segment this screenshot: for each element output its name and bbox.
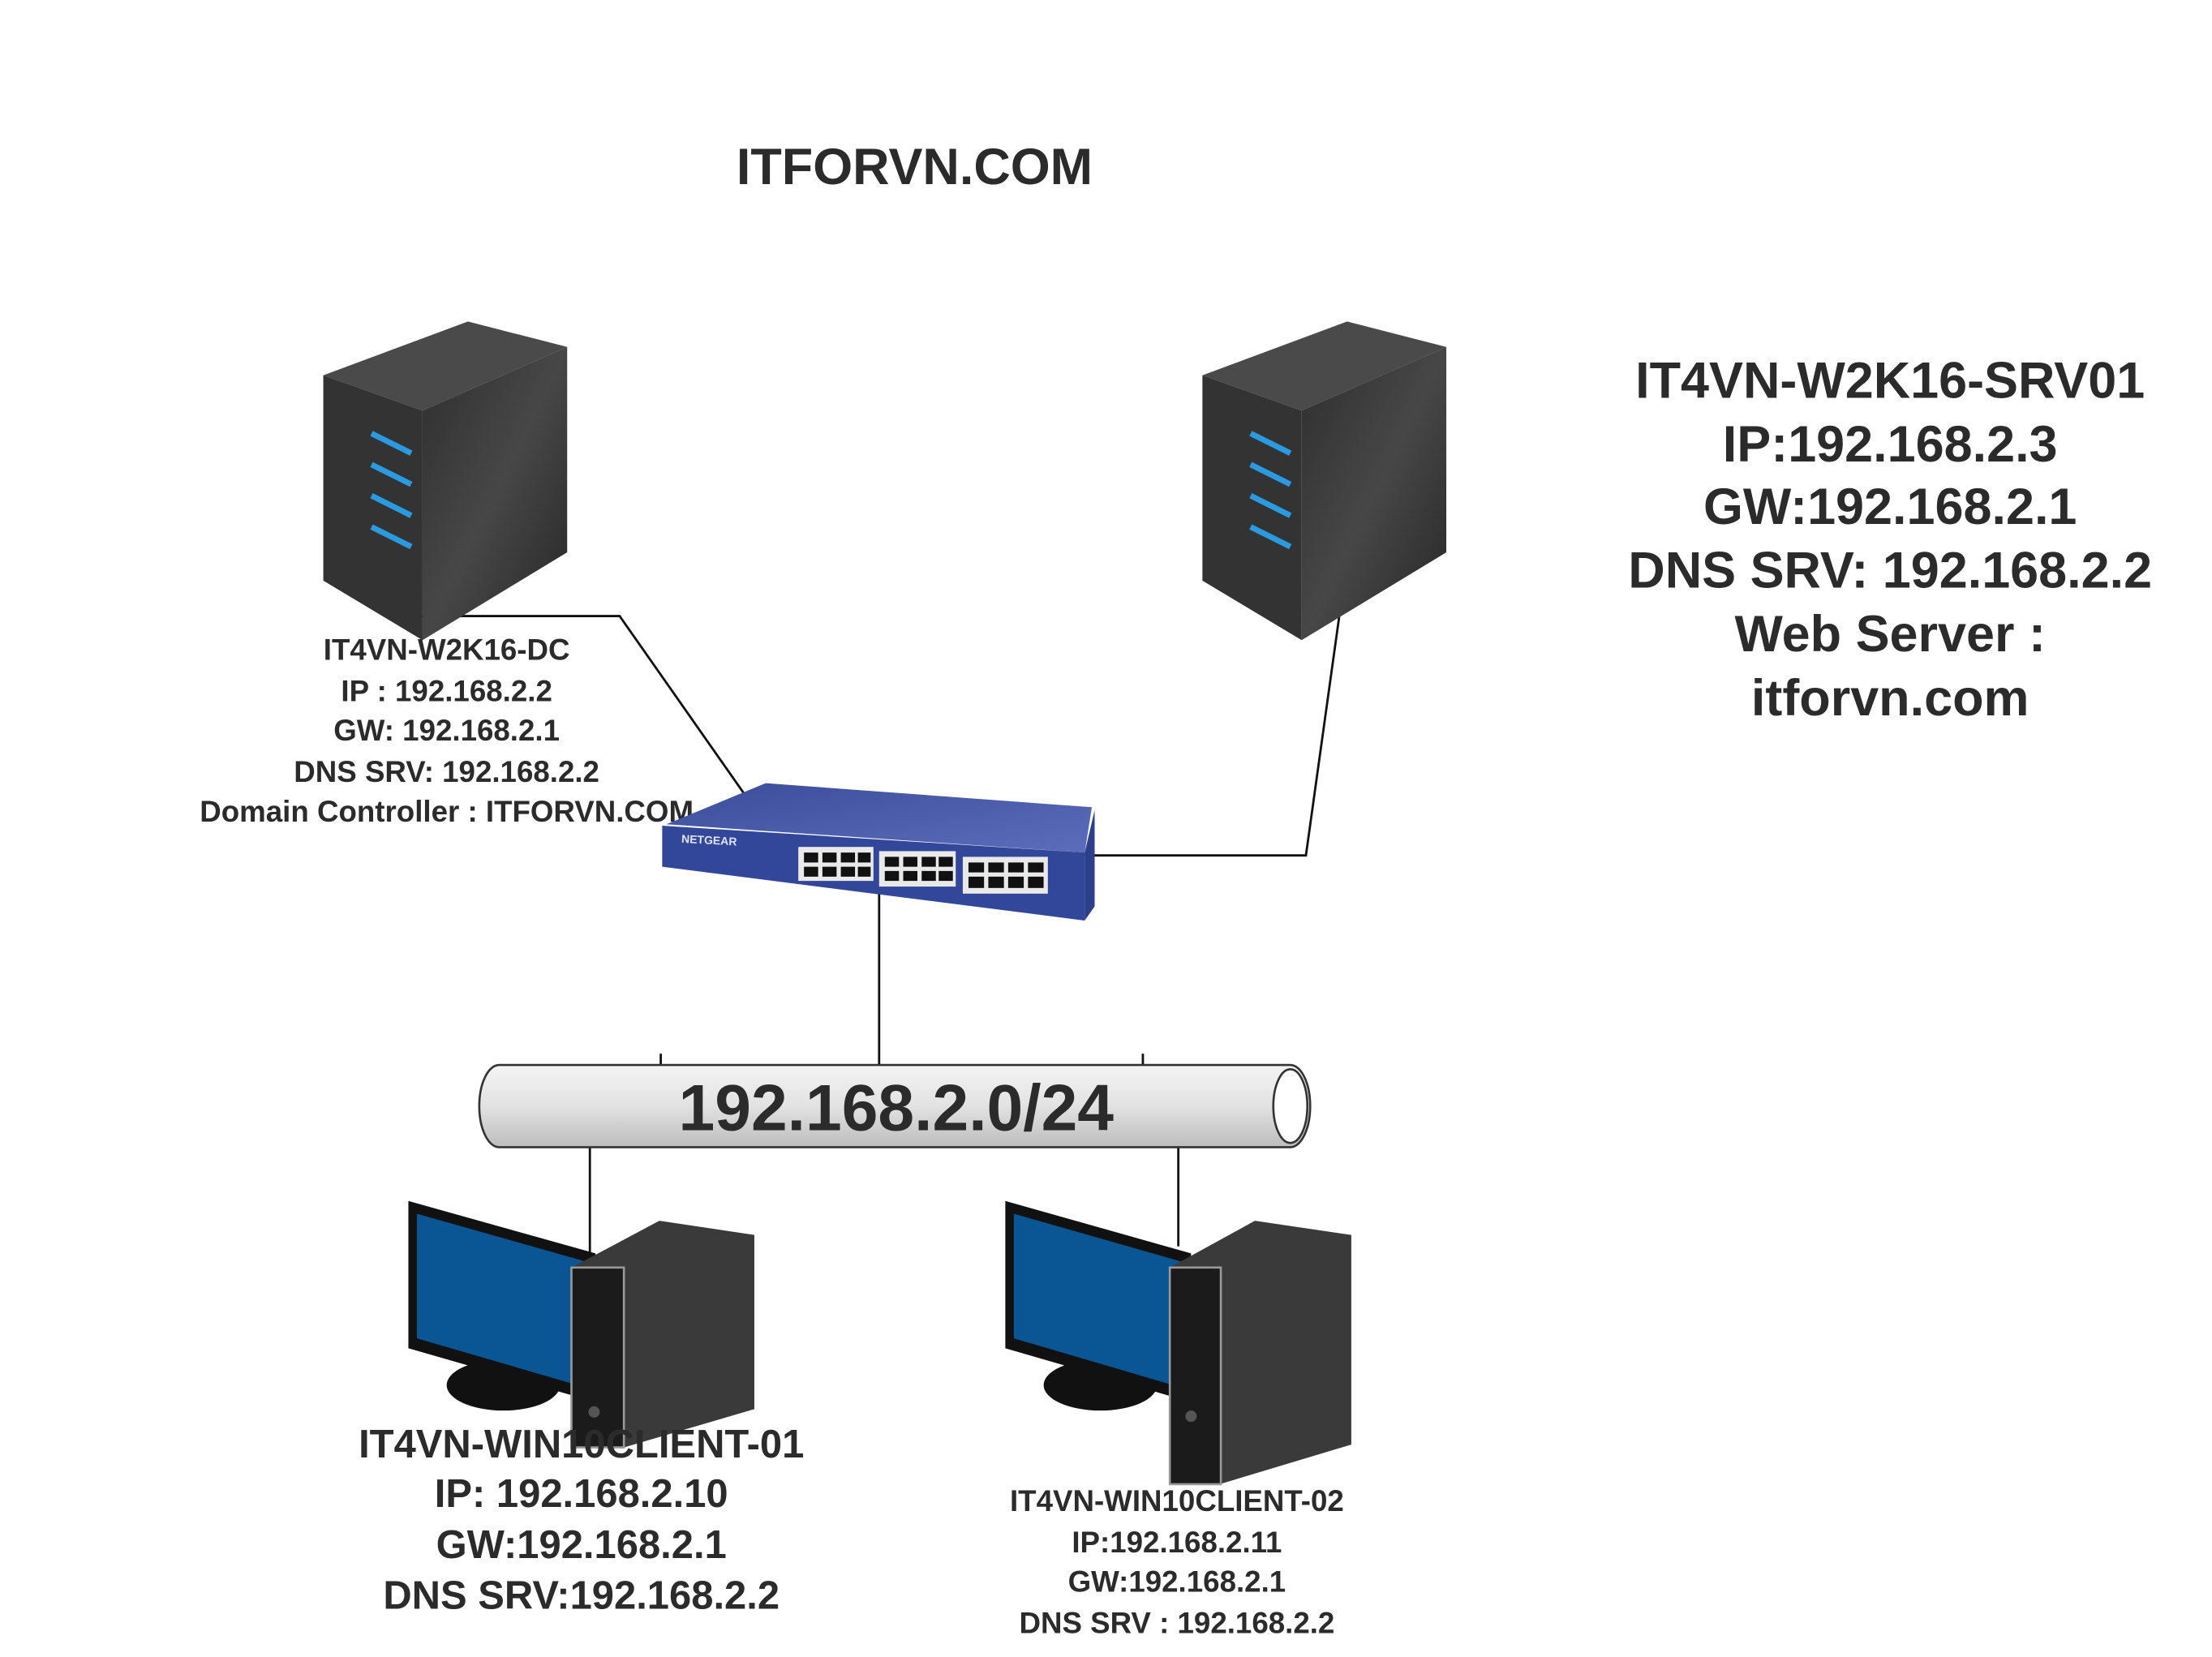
dc-gateway: GW: 192.168.2.1 (333, 714, 560, 747)
client1-label: IT4VN-WIN10CLIENT-01 IP: 192.168.2.10 GW… (359, 1423, 804, 1618)
client2-gateway: GW:192.168.2.1 (1068, 1565, 1286, 1599)
client2-label: IT4VN-WIN10CLIENT-02 IP:192.168.2.11 GW:… (1010, 1484, 1344, 1639)
client1-computer-icon (408, 1200, 754, 1449)
srv01-label: IT4VN-W2K16-SRV01 IP:192.168.2.3 GW:192.… (1628, 353, 2152, 727)
client2-computer-icon (1005, 1200, 1351, 1486)
srv01-hostname: IT4VN-W2K16-SRV01 (1635, 353, 2145, 410)
srv01-gateway: GW:192.168.2.1 (1703, 479, 2077, 535)
network-segment-pipe: 192.168.2.0/24 (478, 1063, 1312, 1148)
subnet-label: 192.168.2.0/24 (679, 1071, 1115, 1144)
dc-ip: IP : 192.168.2.2 (341, 674, 552, 707)
dc-role: Domain Controller : ITFORVN.COM (200, 795, 694, 828)
client1-dns: DNS SRV:192.168.2.2 (383, 1574, 780, 1618)
client1-hostname: IT4VN-WIN10CLIENT-01 (359, 1423, 804, 1466)
client1-ip: IP: 192.168.2.10 (435, 1472, 728, 1516)
dc-link (401, 615, 760, 815)
client2-dns: DNS SRV : 192.168.2.2 (1019, 1606, 1334, 1639)
switch-brand: NETGEAR (681, 832, 737, 848)
srv01-website: itforvn.com (1751, 670, 2029, 727)
dc-server-icon (323, 321, 568, 641)
client1-gateway: GW:192.168.2.1 (436, 1523, 727, 1567)
dc-dns: DNS SRV: 192.168.2.2 (294, 755, 599, 788)
srv01-dns: DNS SRV: 192.168.2.2 (1628, 543, 2152, 599)
srv01-ip: IP:192.168.2.3 (1723, 416, 2058, 473)
dc-label: IT4VN-W2K16-DC IP : 192.168.2.2 GW: 192.… (200, 633, 694, 828)
srv01-server-icon (1202, 321, 1447, 641)
client2-ip: IP:192.168.2.11 (1072, 1526, 1282, 1559)
client2-hostname: IT4VN-WIN10CLIENT-02 (1010, 1484, 1344, 1517)
network-switch-icon: NETGEAR (662, 783, 1095, 921)
diagram-title: ITFORVN.COM (737, 139, 1093, 195)
srv01-role: Web Server : (1734, 606, 2045, 663)
srv01-link (1085, 580, 1346, 857)
dc-hostname: IT4VN-W2K16-DC (324, 633, 570, 667)
